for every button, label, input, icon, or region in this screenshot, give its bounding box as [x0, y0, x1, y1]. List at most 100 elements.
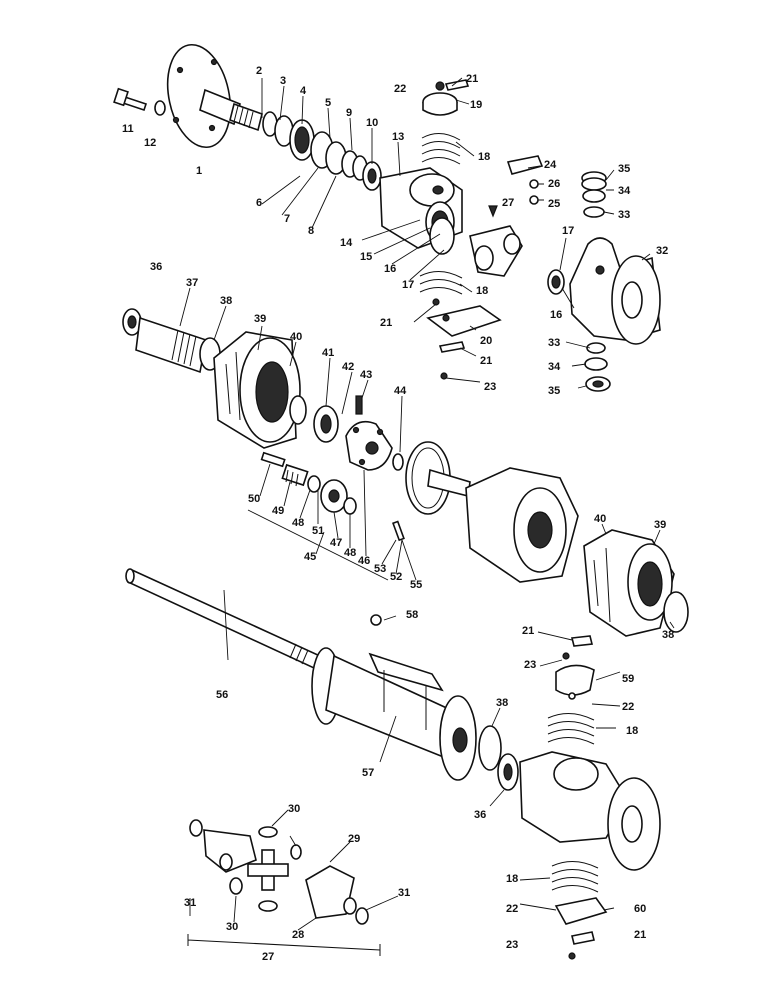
callout-33-a: 33: [618, 209, 630, 221]
kingpin-cap-59: [555, 664, 595, 700]
hub-flange-1: [166, 43, 241, 149]
bearing-stack-33-35-top: [581, 171, 607, 218]
axle-housing-end-32: [569, 237, 661, 345]
callout-43: 43: [360, 369, 372, 381]
callout-15: 15: [360, 251, 372, 263]
callout-30-b: 30: [226, 921, 238, 933]
plate-21-right: [571, 635, 593, 647]
cap-30-right: [290, 844, 302, 860]
callout-22-b: 22: [622, 701, 634, 713]
callout-20: 20: [480, 335, 492, 347]
shims-18-mid: [419, 271, 463, 295]
callout-33-b: 33: [548, 337, 560, 349]
callout-32: 32: [656, 245, 668, 257]
universal-joint-27: [469, 205, 523, 277]
nut-26: [529, 179, 539, 189]
callout-46: 46: [358, 555, 370, 567]
leader-lines: [179, 77, 675, 931]
callout-18-c: 18: [626, 725, 638, 737]
steering-arm-60: [554, 897, 608, 960]
callout-35-a: 35: [618, 163, 630, 175]
callout-6: 6: [256, 197, 262, 209]
callout-41: 41: [322, 347, 334, 359]
callout-58: 58: [406, 609, 418, 621]
callout-40-a: 40: [290, 331, 302, 343]
ring-gear-drum: [405, 441, 471, 515]
plate-21-lower: [438, 341, 466, 353]
callout-38-a: 38: [220, 295, 232, 307]
callout-59: 59: [622, 673, 634, 685]
lower-arm-20: [426, 305, 502, 337]
callout-56: 56: [216, 689, 228, 701]
seal-ring-16-17: [547, 269, 565, 295]
shims-18-top: [421, 133, 461, 165]
cap-30-top: [258, 826, 278, 838]
callout-42: 42: [342, 361, 354, 373]
callout-40-b: 40: [594, 513, 606, 525]
callout-23-a: 22: [394, 83, 406, 95]
bracket-27: [187, 934, 381, 956]
bearing-cup-5: [289, 119, 315, 161]
pin-52: [392, 520, 405, 542]
circlip-30-a: [189, 819, 203, 837]
callout-27-b: 27: [262, 951, 274, 963]
washer-48-b: [307, 475, 321, 493]
callout-26: 26: [548, 178, 560, 190]
callout-21-b: 21: [480, 355, 492, 367]
yoke-28-b: [305, 865, 357, 919]
washer-12: [154, 100, 166, 116]
callout-24: 24: [544, 159, 557, 171]
shims-18-lower: [551, 861, 599, 893]
callout-57: 57: [362, 767, 374, 779]
callout-13: 13: [392, 131, 404, 143]
steering-arm-24: [506, 155, 544, 175]
callout-48-b: 48: [344, 547, 356, 559]
callout-22-c: 22: [506, 903, 518, 915]
axle-shaft-56: [125, 568, 322, 670]
callout-16-a: 16: [384, 263, 396, 275]
planet-gear-47: [320, 479, 348, 513]
callout-1: 1: [196, 165, 202, 177]
washer-48: [343, 497, 357, 515]
callout-14: 14: [340, 237, 353, 249]
bearing-36-lower: [497, 753, 519, 791]
callout-12: 12: [144, 137, 156, 149]
callout-50: 50: [248, 493, 260, 505]
callout-29: 29: [348, 833, 360, 845]
callout-53: 53: [374, 563, 386, 575]
axle-tube-57: [311, 647, 477, 781]
bearing-42: [313, 405, 339, 443]
callout-8: 8: [308, 225, 314, 237]
callout-18-a: 18: [478, 151, 490, 163]
callout-9: 9: [346, 107, 352, 119]
planet-pin-50: [260, 451, 286, 468]
callout-21-a: 21: [466, 73, 478, 85]
callout-21-d: 21: [634, 929, 646, 941]
callout-44: 44: [394, 385, 407, 397]
callout-21-c: 21: [522, 625, 534, 637]
breather-58: [370, 614, 382, 626]
callout-55: 55: [410, 579, 422, 591]
callout-51: 51: [312, 525, 324, 537]
callout-18-b: 18: [476, 285, 488, 297]
pin-22: [432, 298, 440, 306]
callout-19: 19: [470, 99, 482, 111]
callout-22-a: 21: [380, 317, 392, 329]
bearing-stack-33-35-bottom: [584, 342, 611, 392]
callout-36-a: 36: [150, 261, 162, 273]
splined-shaft-2: [229, 102, 263, 132]
callout-7: 7: [284, 213, 290, 225]
callout-3: 3: [280, 75, 286, 87]
callout-27-a: 27: [502, 197, 514, 209]
pin-43: [355, 395, 363, 415]
callout-23-b: 23: [484, 381, 496, 393]
ring-41: [289, 395, 307, 425]
planet-carrier-46: [345, 420, 393, 471]
drive-shaft-37: [135, 316, 207, 374]
seal-36: [122, 308, 142, 336]
callout-2: 2: [256, 65, 262, 77]
callout-28: 28: [292, 929, 304, 941]
circlip-31: [355, 907, 369, 925]
